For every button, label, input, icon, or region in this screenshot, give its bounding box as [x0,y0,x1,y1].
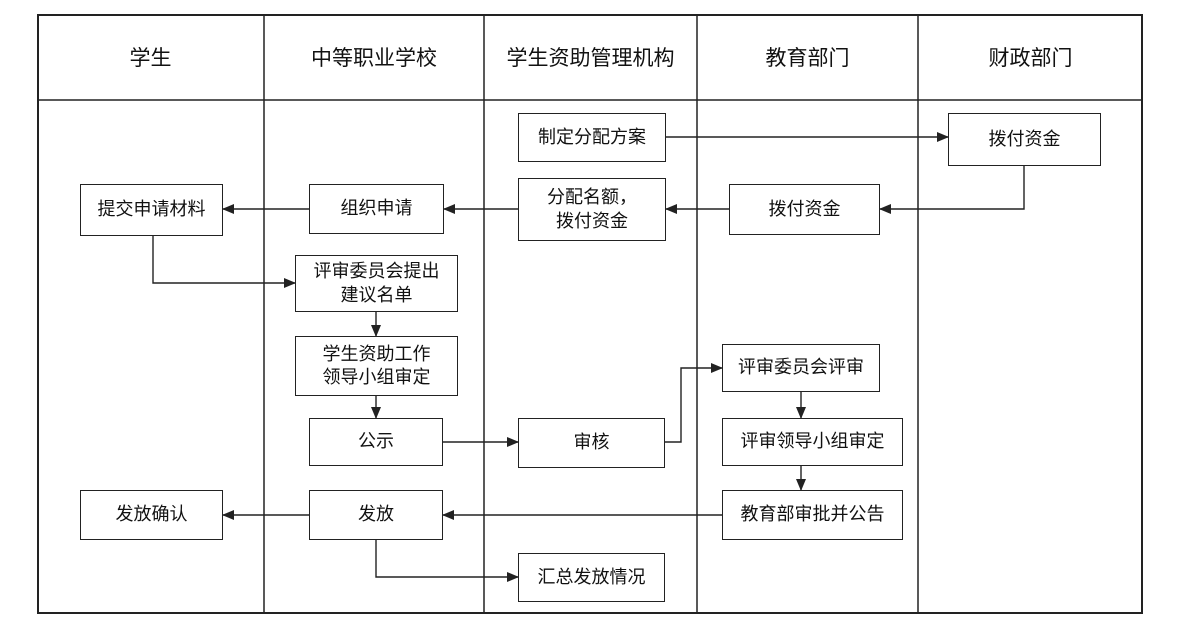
lane-header-aid-agency: 学生资助管理机构 [506,46,675,70]
lane-header-student: 学生 [129,46,172,70]
node-publicize: 公示 [309,418,443,466]
node-make-plan: 制定分配方案 [518,113,666,162]
diagram-frame [37,14,1143,614]
node-edu-ministry-approve: 教育部审批并公告 [722,490,903,540]
arrow-distribute-to-summary [375,540,519,582]
arrow-review-to-edu-review [665,363,723,443]
node-summary-distribution: 汇总发放情况 [518,553,665,602]
node-edu-leader-approve: 评审领导小组审定 [722,418,903,466]
node-committee-list: 评审委员会提出 建议名单 [295,255,458,312]
lane-header-finance-dept: 财政部门 [988,46,1073,70]
node-confirm-distribution: 发放确认 [80,490,223,540]
arrow-finance-to-edu [879,166,1025,214]
node-distribute: 发放 [309,490,443,540]
lane-header-vocational-school: 中等职业学校 [311,46,437,70]
arrow-submit-to-committee [152,236,296,288]
node-allocate-quota: 分配名额， 拨付资金 [518,178,666,241]
node-edu-committee-review: 评审委员会评审 [722,344,880,392]
node-finance-allocate-funds: 拨付资金 [948,113,1101,166]
node-review: 审核 [518,418,665,468]
node-organize-application: 组织申请 [309,184,444,234]
node-submit-materials: 提交申请材料 [80,184,223,236]
lane-header-education-dept: 教育部门 [765,46,850,70]
node-edu-allocate-funds: 拨付资金 [729,184,880,235]
node-leader-group-approve: 学生资助工作 领导小组审定 [295,336,458,396]
